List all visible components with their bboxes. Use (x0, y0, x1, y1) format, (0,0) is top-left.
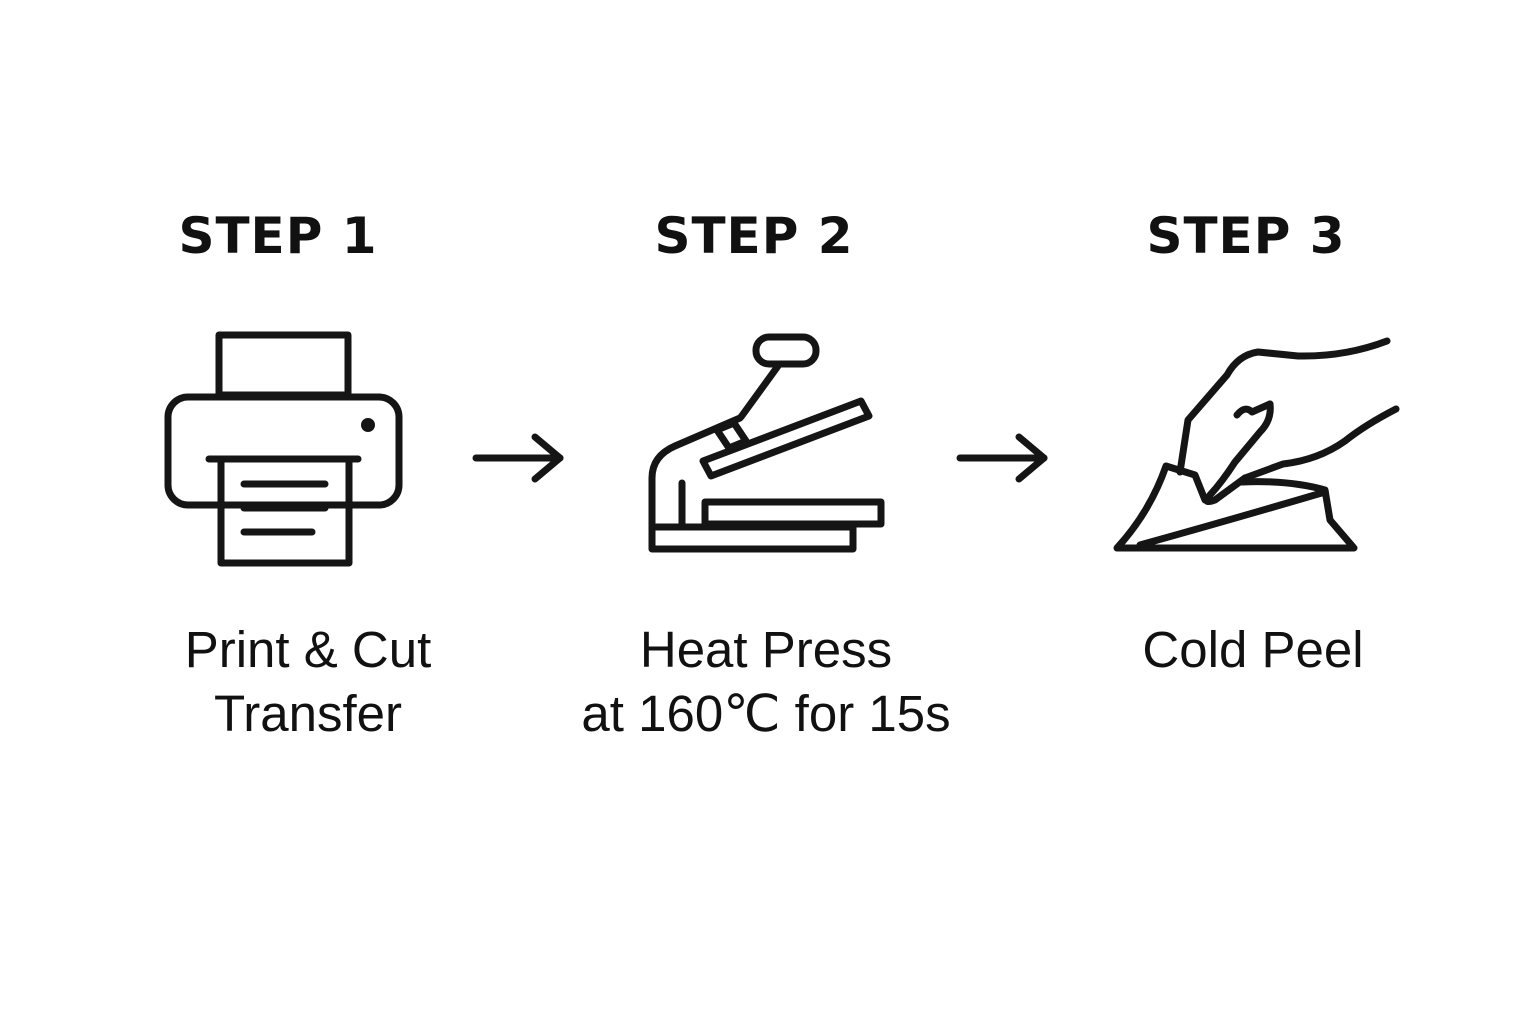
arrow-right-icon (472, 433, 564, 483)
step-2-description: Heat Press at 160℃ for 15s (566, 618, 966, 746)
step-3-title: STEP 3 (1146, 207, 1346, 265)
step-1-description-line-1: Print & Cut (184, 621, 432, 678)
arrow-right-icon (956, 433, 1048, 483)
step-2-title: STEP 2 (654, 207, 854, 265)
step-1-description-line-2: Transfer (214, 685, 402, 742)
heat-press-icon (648, 333, 885, 553)
printer-icon (164, 331, 403, 567)
step-1-title: STEP 1 (178, 207, 378, 265)
step-2-description-line-1: Heat Press (639, 621, 893, 678)
step-2-description-line-2: at 160℃ for 15s (581, 685, 951, 742)
step-3-description: Cold Peel (1103, 618, 1403, 682)
hand-peel-icon (1113, 337, 1400, 552)
step-3-description-line-1: Cold Peel (1142, 621, 1364, 678)
step-1-description: Print & Cut Transfer (158, 618, 458, 746)
